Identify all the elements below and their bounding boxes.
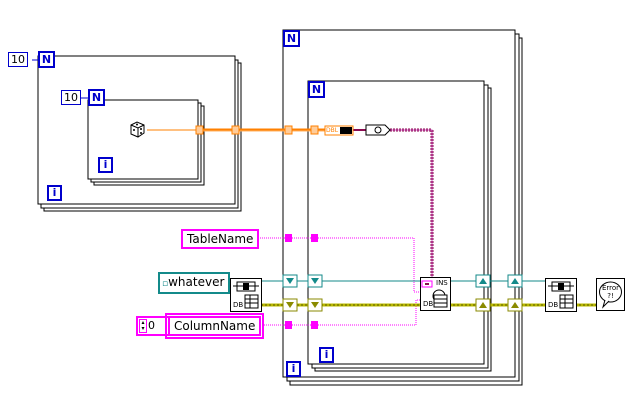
index-control[interactable]: ▴▾ 0 xyxy=(136,316,170,336)
index-value: 0 xyxy=(148,319,155,332)
nested-for-loop-frame xyxy=(307,80,492,372)
variant-wire xyxy=(352,128,434,283)
error-handler-node[interactable]: Error ?! xyxy=(596,278,625,311)
tunnels xyxy=(195,125,523,329)
main-loop-iteration-terminal: i xyxy=(286,361,301,377)
insert-label: INS xyxy=(436,279,448,287)
db-open-label: DB xyxy=(233,301,244,309)
outer-loop-iteration-terminal: i xyxy=(47,185,62,201)
whatever-label: whatever xyxy=(168,275,225,289)
error-label: Error ?! xyxy=(601,284,620,300)
string-wire-table xyxy=(252,237,420,293)
columnname-control[interactable]: ColumnName xyxy=(164,313,265,339)
inner-loop-count-constant[interactable]: 10 xyxy=(61,90,81,105)
index-stepper-icon[interactable]: ▴▾ xyxy=(139,319,147,333)
nested-loop-iteration-terminal: i xyxy=(319,347,334,363)
db-close-label: DB xyxy=(548,301,559,309)
double-wire xyxy=(147,128,325,132)
to-variant-node xyxy=(324,124,391,136)
dice-icon[interactable] xyxy=(128,120,147,139)
dbl-label: DBL xyxy=(326,127,339,134)
main-loop-count-terminal: N xyxy=(283,30,300,47)
refnum-icon: ▫ xyxy=(162,279,169,289)
tablename-control[interactable]: TableName xyxy=(181,229,260,249)
outer-loop-count-terminal: N xyxy=(38,51,55,68)
outer-loop-count-constant[interactable]: 10 xyxy=(8,52,28,67)
whatever-control[interactable]: ▫whatever xyxy=(158,272,231,294)
db-close-node[interactable]: DB xyxy=(545,278,577,312)
db-insert-node[interactable]: INS DB xyxy=(420,277,451,311)
inner-loop-iteration-terminal: i xyxy=(98,157,113,173)
db-insert-label: DB xyxy=(423,300,434,308)
inner-loop-count-terminal: N xyxy=(88,89,105,106)
nested-loop-count-terminal: N xyxy=(308,81,325,98)
db-open-node[interactable]: DB xyxy=(230,278,262,312)
